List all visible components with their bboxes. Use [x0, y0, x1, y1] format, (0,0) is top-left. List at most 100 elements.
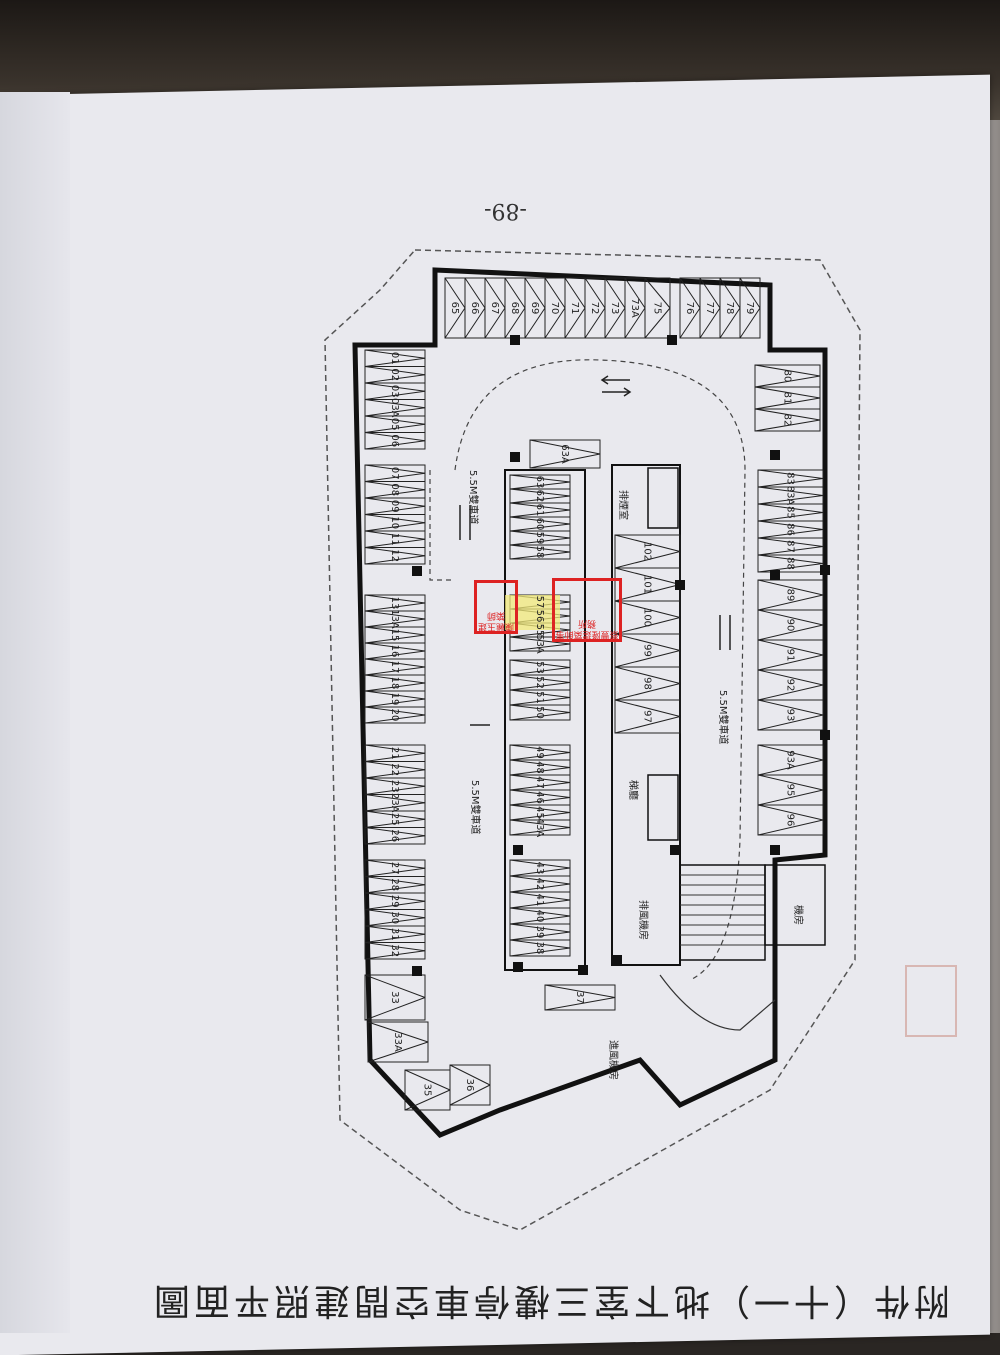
parking-space-hatch	[757, 669, 824, 686]
parking-space-hatch	[644, 307, 671, 339]
parking-space-hatch	[509, 859, 571, 869]
parking-space-hatch	[614, 551, 681, 569]
parking-space-hatch	[364, 682, 426, 692]
parking-space-hatch	[509, 875, 571, 885]
space-label-west: 12	[389, 549, 400, 562]
space-label-north: 65	[449, 302, 460, 315]
parking-space-hatch	[364, 974, 426, 998]
parking-space-hatch	[757, 609, 824, 626]
parking-space-hatch	[614, 534, 681, 552]
parking-space-hatch	[509, 812, 571, 821]
parking-space-hatch	[364, 892, 426, 902]
parking-space-hatch	[364, 674, 426, 684]
parking-space-hatch	[757, 529, 824, 539]
parking-space-hatch	[364, 374, 426, 384]
space-label-center: 43A	[534, 818, 545, 838]
parking-space-hatch	[564, 307, 586, 339]
parking-space-hatch	[364, 835, 426, 845]
parking-space-hatch	[679, 307, 701, 339]
space-label-west: 23	[389, 780, 400, 793]
parking-space-hatch	[484, 277, 506, 309]
parking-space-hatch	[364, 464, 426, 474]
parking-space-hatch	[484, 307, 506, 339]
parking-space-hatch	[757, 546, 824, 556]
space-label-west: 09	[389, 500, 400, 513]
parking-space-hatch	[614, 666, 681, 684]
parking-space-hatch	[444, 307, 466, 339]
space-label-west: 03A	[389, 398, 400, 418]
space-label-center: 47	[534, 776, 545, 789]
parking-space-hatch	[504, 307, 526, 339]
space-label-east: 87	[785, 540, 796, 553]
parking-space-hatch	[584, 307, 606, 339]
parking-space-hatch	[364, 706, 426, 716]
space-label-north: 79	[744, 302, 755, 315]
parking-space-hatch	[364, 440, 426, 450]
space-label-center: 58	[534, 546, 545, 559]
space-label-west: 32	[389, 944, 400, 957]
parking-space-hatch	[364, 810, 426, 820]
space-label-west: 31	[389, 928, 400, 941]
space-label-west: 25	[389, 813, 400, 826]
aisle-note: 5.5M雙車道	[467, 470, 480, 525]
space-label-west: 10	[389, 516, 400, 529]
space-label-east: 95	[785, 784, 796, 797]
space-label-center: 57	[534, 596, 545, 609]
parking-space-hatch	[364, 407, 426, 417]
space-label-east: 93A	[785, 750, 796, 770]
parking-space-hatch	[509, 804, 571, 813]
parking-space-hatch	[364, 650, 426, 660]
space-label-center: 45	[534, 806, 545, 819]
space-label-center: 55	[534, 624, 545, 637]
parking-space-hatch	[757, 579, 824, 596]
parking-space-hatch	[757, 512, 824, 522]
parking-space-hatch	[364, 538, 426, 548]
parking-space-hatch	[364, 658, 426, 668]
parking-space-hatch	[614, 683, 681, 701]
parking-space-hatch	[364, 909, 426, 919]
parking-space-hatch	[509, 682, 571, 691]
parking-space-hatch	[757, 759, 824, 776]
parking-space-hatch	[364, 349, 426, 359]
parking-space-hatch	[364, 794, 426, 804]
space-label-east: 83A	[785, 486, 796, 506]
architect-seal-right: 蔡豐隆建築師事務所	[552, 578, 622, 642]
parking-space-hatch	[509, 481, 571, 490]
space-label-center: 62	[534, 490, 545, 503]
parking-space-hatch	[509, 544, 571, 553]
parking-space-hatch	[509, 789, 571, 798]
room-label: 機房	[792, 905, 805, 925]
space-label-north: 71	[569, 302, 580, 315]
parking-space-hatch	[364, 514, 426, 524]
space-label-center: 61	[534, 504, 545, 517]
space-label-center: 42	[534, 878, 545, 891]
parking-space-hatch	[757, 654, 824, 671]
parking-space-hatch	[364, 481, 426, 491]
parking-space-hatch	[364, 634, 426, 644]
space-label-center: 43	[534, 862, 545, 875]
parking-space-hatch	[449, 1064, 491, 1086]
parking-space-hatch	[757, 537, 824, 547]
parking-space-hatch	[624, 277, 646, 309]
parking-space-hatch	[364, 505, 426, 515]
space-label-north: 69	[529, 302, 540, 315]
space-label-north: 66	[469, 302, 480, 315]
space-label-center: 50	[534, 706, 545, 719]
parking-space-hatch	[509, 891, 571, 901]
space-label-west: 23A	[389, 793, 400, 813]
parking-space-hatch	[754, 375, 821, 388]
parking-space-hatch	[364, 423, 426, 433]
space-label-east: 82	[782, 414, 793, 427]
parking-space-hatch	[509, 689, 571, 698]
space-label-west: 17	[389, 661, 400, 674]
space-label-west: 05	[389, 418, 400, 431]
parking-space-hatch	[754, 397, 821, 410]
parking-space-hatch	[364, 917, 426, 927]
parking-space-hatch	[364, 769, 426, 779]
parking-space-hatch	[404, 1069, 451, 1091]
parking-space-hatch	[364, 382, 426, 392]
parking-space-hatch	[757, 774, 824, 791]
space-label-east: 89	[785, 589, 796, 602]
parking-space-hatch	[757, 699, 824, 716]
